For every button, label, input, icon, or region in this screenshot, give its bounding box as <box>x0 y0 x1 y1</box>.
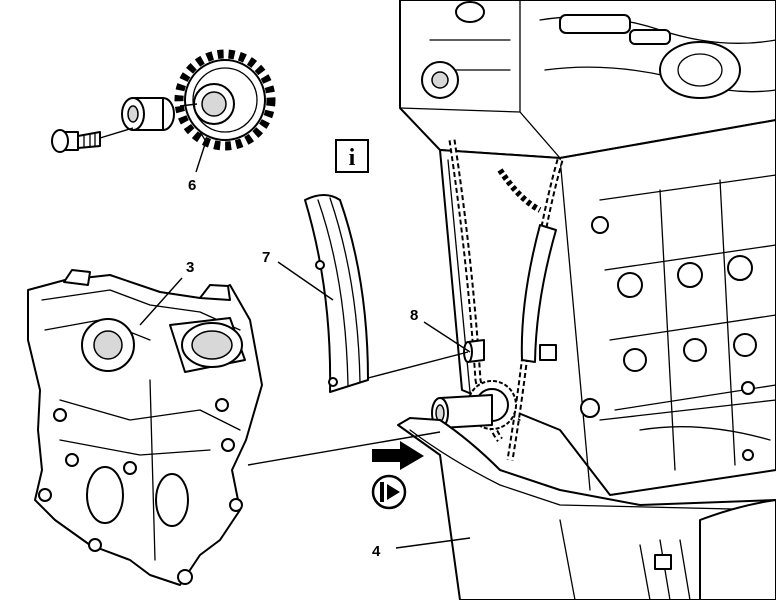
cover-alignment-line <box>247 431 441 466</box>
camshaft-sprocket <box>174 49 276 151</box>
callout-3: 3 <box>186 259 194 276</box>
callout-6: 6 <box>188 177 196 194</box>
callout-8: 8 <box>410 307 418 324</box>
leader-6 <box>195 137 208 173</box>
rail-alignment-line <box>367 351 469 379</box>
callout-7: 7 <box>262 249 270 266</box>
tensioner-rail <box>304 194 369 393</box>
spacer-sleeve <box>121 97 175 131</box>
crankshaft-snout <box>431 380 517 430</box>
leader-4 <box>395 537 471 549</box>
info-box-icon: i <box>335 139 369 173</box>
oil-pan <box>397 417 776 600</box>
callout-4: 4 <box>372 543 381 560</box>
direction-arrow-icon <box>372 441 424 470</box>
camshaft-bolt <box>51 129 101 153</box>
engine-block <box>399 0 776 496</box>
tensioner-bolt <box>463 339 557 363</box>
leader-3 <box>139 277 183 326</box>
timing-cover <box>27 269 263 586</box>
chain-guide-rail <box>520 224 557 363</box>
leader-8 <box>423 321 471 353</box>
leader-7 <box>277 261 334 301</box>
bolt-alignment-line <box>99 103 198 139</box>
info-symbol: i <box>349 145 356 171</box>
circled-arrow-note-icon <box>371 474 407 510</box>
